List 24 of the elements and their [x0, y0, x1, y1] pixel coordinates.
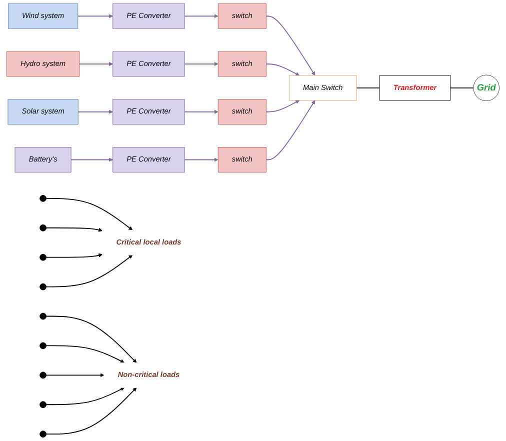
arrow	[46, 316, 137, 363]
arrow	[266, 100, 300, 112]
arrow	[77, 14, 113, 18]
arrow	[78, 110, 113, 114]
connector	[450, 87, 474, 88]
arrow	[46, 254, 133, 288]
arrow	[46, 198, 133, 230]
arrow	[184, 62, 218, 66]
arrow	[266, 16, 316, 76]
connector	[356, 87, 380, 88]
arrow	[46, 227, 103, 232]
arrow	[184, 110, 218, 114]
arrow	[184, 158, 218, 162]
arrow	[46, 387, 124, 406]
arrow	[266, 100, 316, 160]
arrow	[46, 253, 103, 258]
arrow	[70, 158, 113, 162]
arrow	[184, 14, 218, 18]
arrow	[266, 64, 300, 76]
arrow	[78, 62, 113, 66]
arrow	[46, 345, 124, 363]
node-circle: Grid	[473, 74, 500, 102]
arrow	[46, 387, 137, 435]
arrow	[46, 373, 104, 378]
